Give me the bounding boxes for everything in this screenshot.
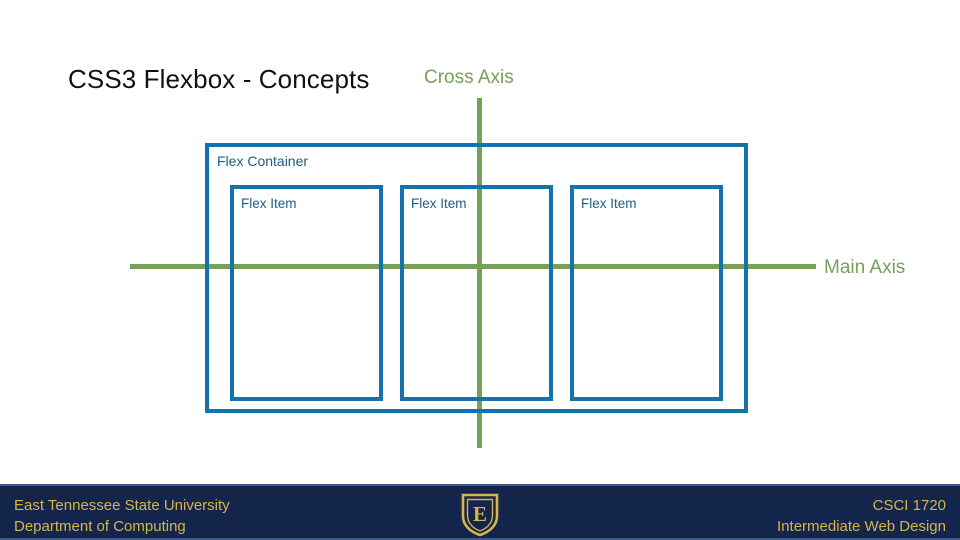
- flex-item-box: Flex Item: [230, 185, 383, 401]
- main-axis-label: Main Axis: [824, 257, 906, 278]
- cross-axis-label: Cross Axis: [424, 67, 514, 88]
- flex-item-box: Flex Item: [570, 185, 723, 401]
- footer-department-name: Department of Computing: [14, 518, 186, 535]
- flex-item-box: Flex Item: [400, 185, 553, 401]
- footer-institution: East Tennessee State University Departme…: [14, 495, 230, 537]
- flex-item-label: Flex Item: [581, 196, 637, 211]
- svg-text:E: E: [473, 502, 487, 526]
- footer-university-name: East Tennessee State University: [14, 497, 230, 514]
- flex-item-label: Flex Item: [241, 196, 297, 211]
- footer-course-title: Intermediate Web Design: [777, 518, 946, 535]
- flex-container-label: Flex Container: [217, 153, 309, 169]
- etsu-shield-icon: E: [461, 493, 499, 537]
- main-axis-line: [130, 264, 816, 269]
- flex-container-box: Flex Container: [205, 143, 748, 413]
- page-title: CSS3 Flexbox - Concepts: [68, 64, 370, 94]
- cross-axis-line: [477, 98, 482, 448]
- flex-item-label: Flex Item: [411, 196, 467, 211]
- slide-footer: East Tennessee State University Departme…: [0, 484, 960, 540]
- footer-course-number: CSCI 1720: [872, 497, 946, 514]
- footer-course: CSCI 1720 Intermediate Web Design: [777, 495, 946, 537]
